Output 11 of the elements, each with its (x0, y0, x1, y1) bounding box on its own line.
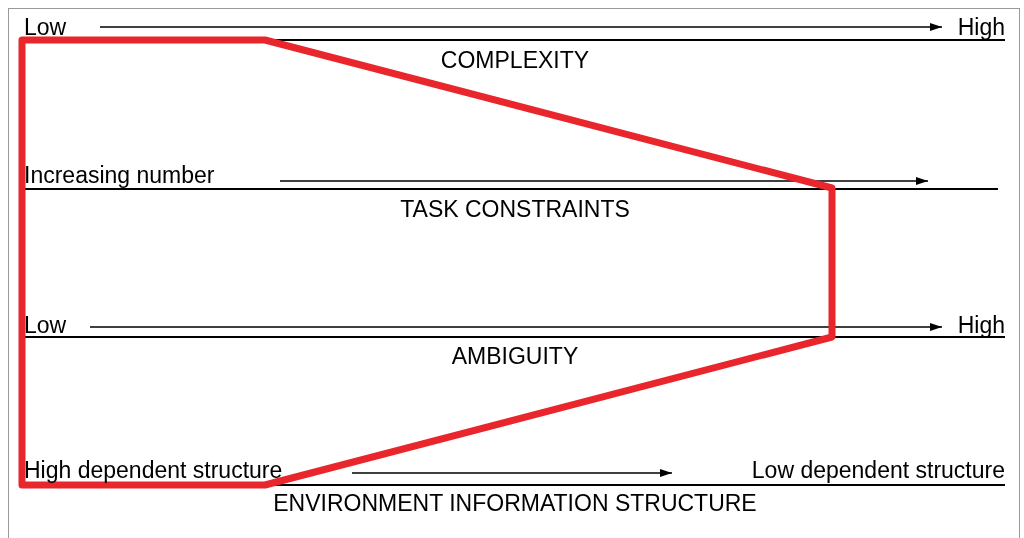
dimension-title: COMPLEXITY (440, 47, 590, 73)
scale-end-label: Low dependent structure (751, 457, 1005, 483)
dimension-title: ENVIRONMENT INFORMATION STRUCTURE (273, 490, 757, 516)
dimension-title: AMBIGUITY (451, 343, 579, 369)
scale-end-label: High (957, 14, 1005, 40)
dimension-title: TASK CONSTRAINTS (400, 196, 630, 222)
scale-end-label: High (957, 312, 1005, 338)
scale-end-label: Low (24, 312, 67, 338)
scale-end-label: Increasing number (24, 162, 215, 188)
scale-end-label: Low (24, 14, 67, 40)
scale-end-label: High dependent structure (24, 457, 283, 483)
